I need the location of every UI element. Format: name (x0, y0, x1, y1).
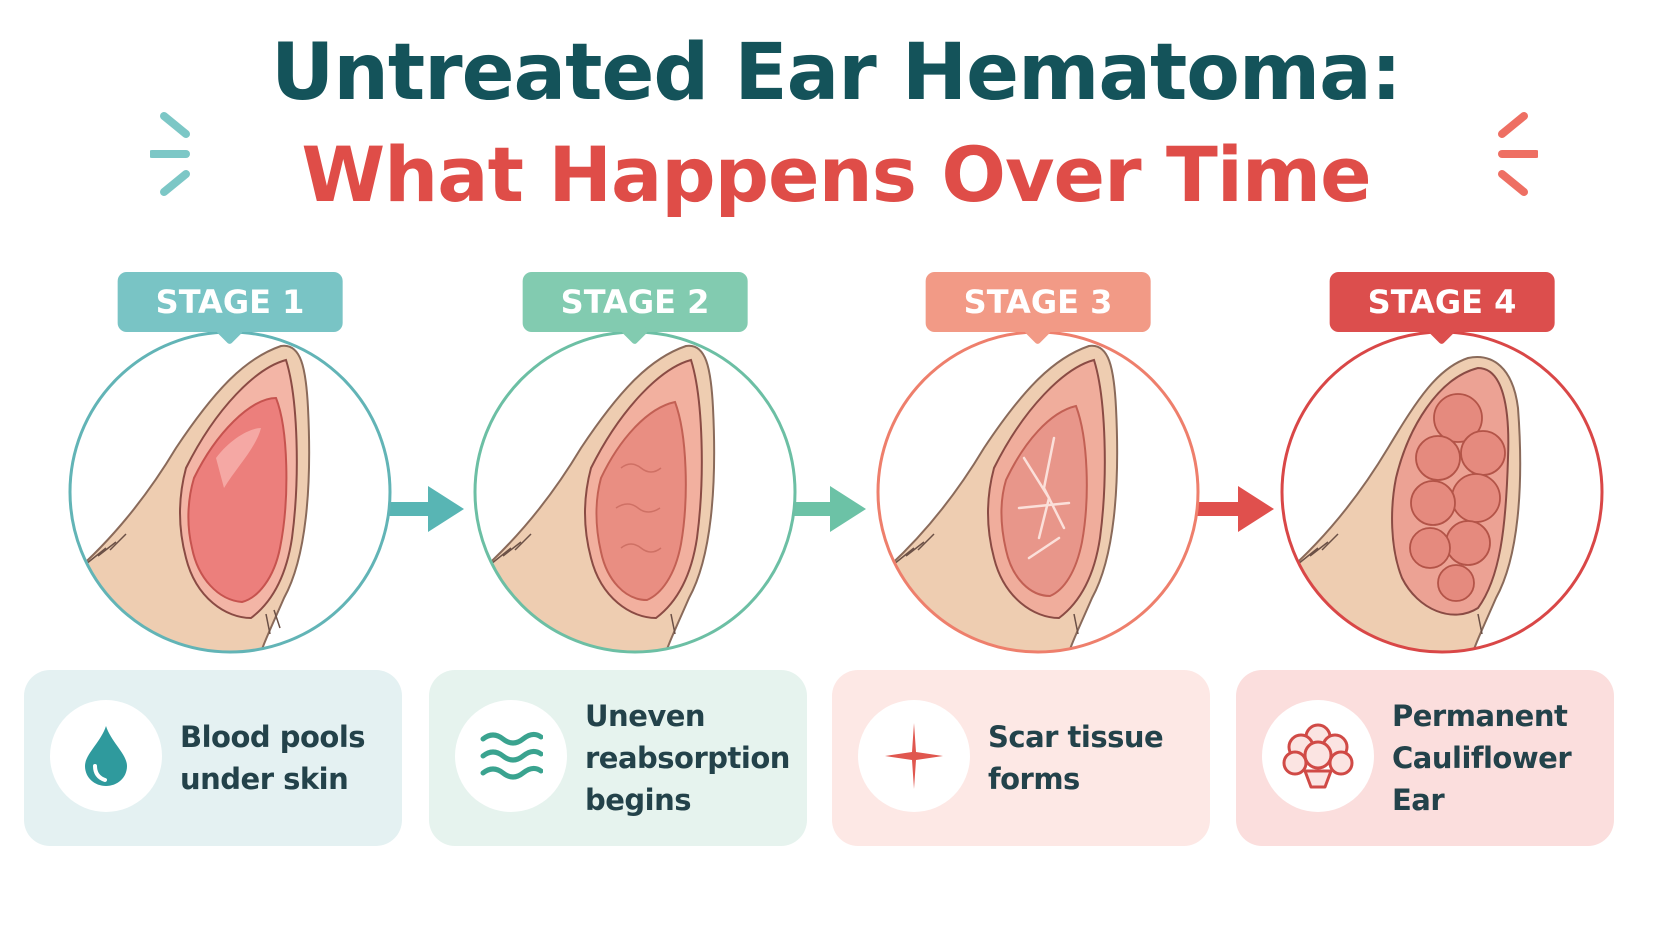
stage-4-info-card: Permanent Cauliflower Ear (1236, 670, 1614, 846)
arrow-right-3-icon (1194, 486, 1274, 532)
stage-3-description: Scar tissue forms (988, 720, 1164, 796)
stage-2-description: Uneven reabsorption begins (585, 699, 790, 817)
arrow-right-1-icon (384, 486, 464, 532)
stage-4: STAGE 4 (1236, 272, 1622, 852)
blood-drop-icon (85, 726, 127, 786)
stage-1-ear-illustration (68, 330, 392, 654)
stage-2-info-card: Uneven reabsorption begins (429, 670, 807, 846)
stage-1: STAGE 1 Blood pools under s (24, 272, 410, 852)
stage-3: STAGE 3 Scar tissue (832, 272, 1218, 852)
stage-2-ear-illustration (473, 330, 797, 654)
stage-3-info-card: Scar tissue forms (832, 670, 1210, 846)
stage-4-ear-illustration (1280, 330, 1604, 654)
waves-icon (480, 731, 543, 780)
stage-2-tab: STAGE 2 (522, 272, 748, 332)
stage-1-description: Blood pools under skin (180, 720, 366, 796)
title-line-2: What Happens Over Time (301, 130, 1371, 219)
stage-4-tab: STAGE 4 (1329, 272, 1555, 332)
title-line-1: Untreated Ear Hematoma: (271, 28, 1402, 118)
burst-left-icon (150, 112, 190, 196)
cauliflower-icon (1282, 723, 1354, 789)
sparkle-icon (885, 723, 943, 789)
burst-right-icon (1498, 112, 1538, 196)
stage-1-tab: STAGE 1 (117, 272, 343, 332)
arrow-right-2-icon (786, 486, 866, 532)
stage-3-ear-illustration (876, 330, 1200, 654)
stage-2: STAGE 2 (429, 272, 815, 852)
stage-3-tab: STAGE 3 (925, 272, 1151, 332)
stage-4-description: Permanent Cauliflower Ear (1392, 699, 1572, 817)
stage-1-info-card: Blood pools under skin (24, 670, 402, 846)
